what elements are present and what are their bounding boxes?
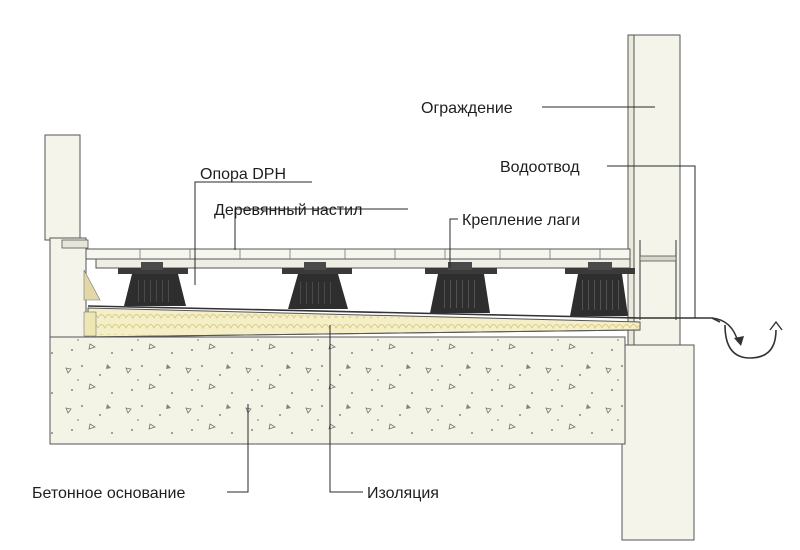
left-wall [44, 134, 89, 344]
pedestal-1 [118, 262, 188, 306]
fence-label: Ограждение [421, 100, 513, 117]
drain-label: Водоотвод [500, 159, 580, 176]
gutter [711, 317, 783, 359]
support-label: Опора DPH [200, 166, 286, 183]
decking-label: Деревянный настил [214, 202, 362, 219]
pedestal-4 [565, 262, 635, 316]
fence-wall [621, 34, 695, 541]
pedestal-supports [118, 262, 635, 316]
membrane [83, 269, 721, 323]
pedestal-3 [425, 262, 497, 313]
insulation-label: Изоляция [367, 485, 439, 502]
concrete-base [49, 336, 626, 445]
concrete-base-label: Бетонное основание [32, 485, 185, 502]
insulation-layer [83, 307, 641, 338]
joist-mount-label: Крепление лаги [462, 212, 580, 229]
pedestal-2 [282, 262, 352, 309]
wooden-decking [85, 248, 631, 269]
leader-lines [194, 106, 696, 493]
